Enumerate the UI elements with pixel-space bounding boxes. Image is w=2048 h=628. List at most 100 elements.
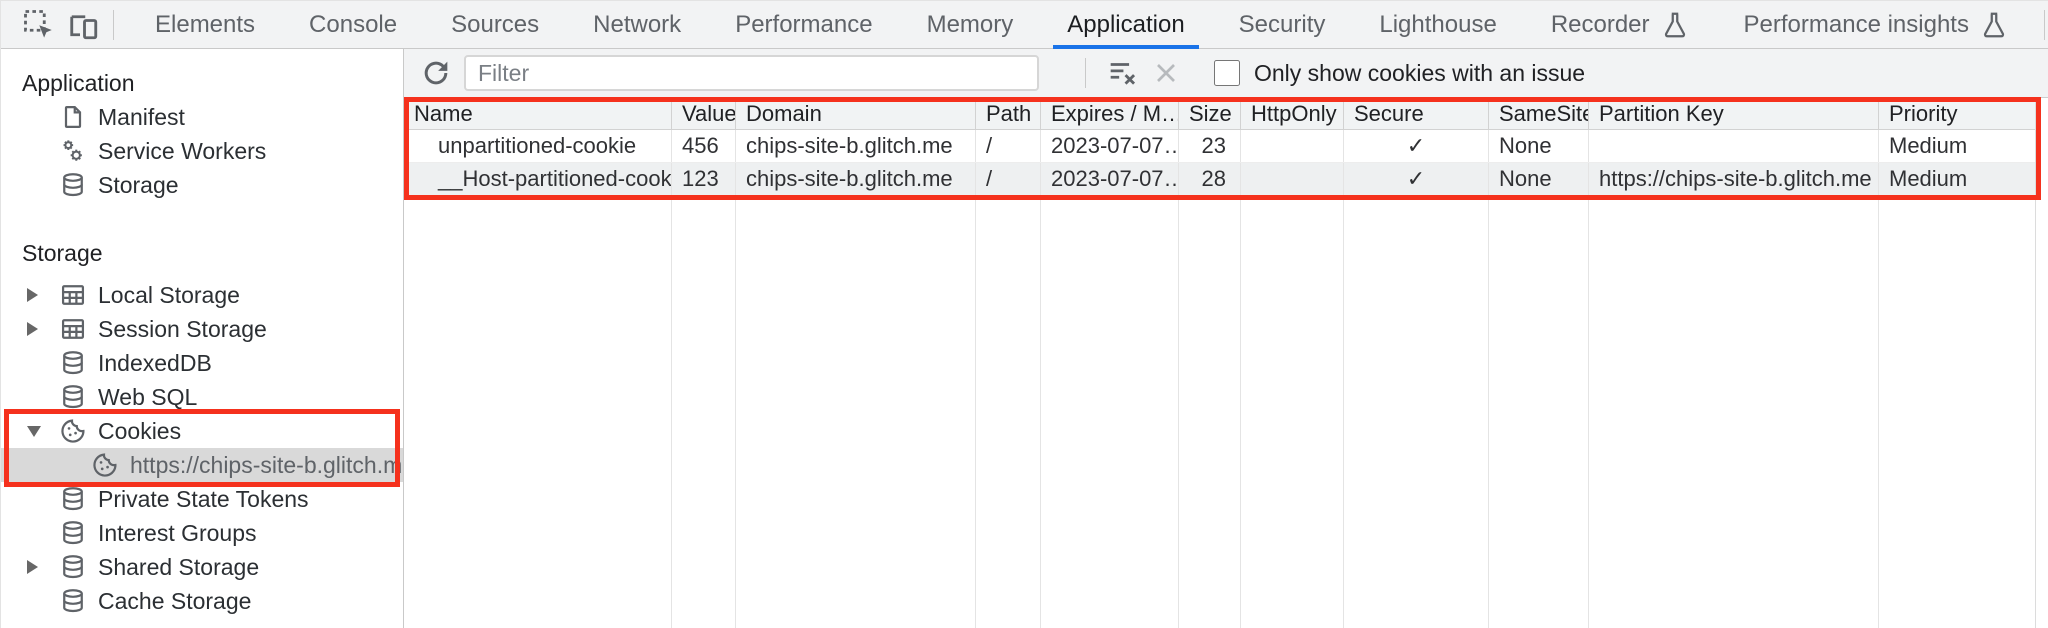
cookie-row-unpartitioned[interactable]: unpartitioned-cookie 456 chips-site-b.gl… xyxy=(404,130,2035,163)
expand-collapsed-icon[interactable] xyxy=(23,560,59,574)
cell-name: unpartitioned-cookie xyxy=(404,130,672,162)
expand-expanded-icon[interactable] xyxy=(23,425,59,437)
sidebar-item-cache-storage[interactable]: Cache Storage xyxy=(1,584,403,618)
tab-label: Performance xyxy=(735,10,873,38)
sidebar-item-local-storage[interactable]: Local Storage xyxy=(1,278,403,312)
cell-path: / xyxy=(976,130,1041,162)
database-icon xyxy=(59,587,87,615)
tabbar-separator xyxy=(113,9,114,40)
database-icon xyxy=(59,519,87,547)
sidebar-item-manifest[interactable]: Manifest xyxy=(1,100,403,134)
column-header-samesite[interactable]: SameSite xyxy=(1489,98,1589,129)
inspect-element-button[interactable] xyxy=(17,3,61,47)
cell-httponly xyxy=(1241,163,1344,195)
column-header-expires[interactable]: Expires / M… xyxy=(1041,98,1179,129)
cell-httponly xyxy=(1241,130,1344,162)
only-show-issue-checkbox[interactable] xyxy=(1214,60,1240,86)
column-header-secure[interactable]: Secure xyxy=(1344,98,1489,129)
tab-label: Network xyxy=(593,10,682,38)
table-grid-icon xyxy=(59,281,87,309)
table-grid-icon xyxy=(59,315,87,343)
cookie-row-host-partitioned[interactable]: __Host-partitioned-cookie 123 chips-site… xyxy=(404,163,2035,196)
experiment-flask-icon xyxy=(1660,10,1690,40)
tab-elements[interactable]: Elements xyxy=(128,1,282,49)
sidebar-item-web-sql[interactable]: Web SQL xyxy=(1,380,403,414)
cell-partition-key: https://chips-site-b.glitch.me xyxy=(1589,163,1879,195)
tab-lighthouse[interactable]: Lighthouse xyxy=(1352,1,1523,49)
device-toolbar-icon xyxy=(72,16,96,37)
application-sidebar: Application Manifest Service Workers Sto… xyxy=(1,49,404,628)
sidebar-item-private-state-tokens[interactable]: Private State Tokens xyxy=(1,482,403,516)
empty-cell xyxy=(976,196,1041,628)
cell-priority: Medium xyxy=(1889,133,1968,158)
expand-collapsed-icon[interactable] xyxy=(23,322,59,336)
tab-label: Sources xyxy=(451,10,540,38)
column-header-domain[interactable]: Domain xyxy=(736,98,976,129)
sidebar-item-service-workers[interactable]: Service Workers xyxy=(1,134,403,168)
tabbar-separator xyxy=(2043,9,2045,40)
column-header-path[interactable]: Path xyxy=(976,98,1041,129)
tab-console[interactable]: Console xyxy=(282,1,424,49)
tab-security[interactable]: Security xyxy=(1212,1,1353,49)
sidebar-item-label: https://chips-site-b.glitch.me xyxy=(130,451,404,478)
column-header-priority[interactable]: Priority xyxy=(1889,101,1958,126)
delete-all-cookies-button[interactable] xyxy=(1100,51,1144,95)
sidebar-item-session-storage[interactable]: Session Storage xyxy=(1,312,403,346)
cell-name: __Host-partitioned-cookie xyxy=(404,163,672,195)
cell-secure-checkmark: ✓ xyxy=(1344,163,1489,195)
delete-selected-cookie-button[interactable] xyxy=(1144,51,1188,95)
empty-cell xyxy=(1489,196,1589,628)
tab-performance-insights[interactable]: Performance insights xyxy=(1717,1,2036,49)
cookie-icon xyxy=(91,451,119,479)
cell-expires: 2023-07-07… xyxy=(1041,163,1179,195)
only-show-issue-checkbox-row[interactable]: Only show cookies with an issue xyxy=(1214,60,1585,87)
cell-priority: Medium xyxy=(1889,166,1968,191)
empty-cell xyxy=(1589,196,1879,628)
tab-label: Security xyxy=(1238,10,1326,38)
sidebar-item-shared-storage[interactable]: Shared Storage xyxy=(1,550,403,584)
empty-cell xyxy=(1241,196,1344,628)
sidebar-item-label: Service Workers xyxy=(98,137,267,164)
tab-network[interactable]: Network xyxy=(566,1,708,49)
tab-recorder[interactable]: Recorder xyxy=(1524,1,1717,49)
column-header-value[interactable]: Value xyxy=(672,98,736,129)
sidebar-item-indexeddb[interactable]: IndexedDB xyxy=(1,346,403,380)
filter-input[interactable] xyxy=(464,55,1039,91)
tab-application[interactable]: Application xyxy=(1040,1,1211,49)
tab-performance[interactable]: Performance xyxy=(708,1,899,49)
cell-samesite: None xyxy=(1489,163,1589,195)
tabbar-left-controls xyxy=(1,3,122,47)
sidebar-item-label: Web SQL xyxy=(98,383,198,410)
sidebar-item-cookies-origin[interactable]: https://chips-site-b.glitch.me xyxy=(1,448,403,482)
sidebar-item-cookies[interactable]: Cookies xyxy=(1,414,403,448)
tab-memory[interactable]: Memory xyxy=(900,1,1041,49)
inspect-cursor-icon xyxy=(26,11,52,37)
column-header-name[interactable]: Name xyxy=(404,98,672,129)
cell-domain: chips-site-b.glitch.me xyxy=(736,163,976,195)
cookies-panel: Only show cookies with an issue Name Val… xyxy=(404,49,2048,628)
tab-sources[interactable]: Sources xyxy=(424,1,566,49)
sidebar-item-interest-groups[interactable]: Interest Groups xyxy=(1,516,403,550)
sidebar-item-label: IndexedDB xyxy=(98,349,212,376)
sidebar-item-label: Storage xyxy=(98,171,179,198)
expand-collapsed-icon[interactable] xyxy=(23,288,59,302)
cookies-toolbar: Only show cookies with an issue xyxy=(404,49,2048,98)
cookies-table-empty-area xyxy=(404,196,2035,628)
refresh-cookies-button[interactable] xyxy=(414,51,458,95)
empty-cell xyxy=(1344,196,1489,628)
cell-size: 28 xyxy=(1179,163,1241,195)
column-header-partition-key[interactable]: Partition Key xyxy=(1589,98,1879,129)
cell-path: / xyxy=(976,163,1041,195)
column-header-httponly[interactable]: HttpOnly xyxy=(1241,98,1344,129)
tabbar-right-controls xyxy=(2036,3,2048,47)
sidebar-item-storage[interactable]: Storage xyxy=(1,168,403,202)
cell-value: 456 xyxy=(672,130,736,162)
tab-label: Elements xyxy=(155,10,256,38)
only-show-issue-label: Only show cookies with an issue xyxy=(1254,59,1586,86)
column-header-size[interactable]: Size xyxy=(1179,98,1241,129)
tab-label: Lighthouse xyxy=(1379,10,1497,38)
database-icon xyxy=(59,485,87,513)
clear-list-icon xyxy=(1111,65,1134,84)
toggle-device-toolbar-button[interactable] xyxy=(61,3,105,47)
